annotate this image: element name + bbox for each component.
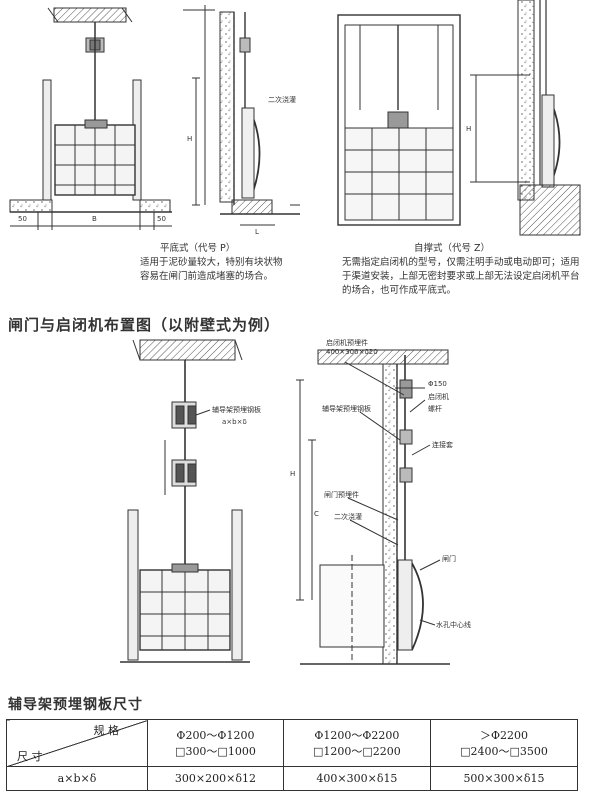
table-header-row: 规 格 尺 寸 Φ200～Φ1200 □300～□1000 Φ1200～Φ220… — [6, 719, 579, 767]
flat-bottom-caption-body: 适用于泥砂量较大，特别有块状物容易在闸门前造成堵塞的场合。 — [140, 257, 283, 282]
header-col-2: Φ1200～Φ2200 □1200～□2200 — [282, 719, 431, 767]
label-stem: 螺杆 — [428, 405, 442, 413]
header-col-3: ＞Φ2200 □2400～□3500 — [429, 719, 579, 767]
flat-bottom-gate-drawing — [9, 7, 172, 230]
header-spec-label: 规 格 — [93, 724, 120, 737]
row-value-2: 400×300×δ15 — [282, 766, 431, 791]
dim-50-left: 50 — [18, 215, 27, 223]
self-supporting-caption-body: 无需指定启闭机的型号，仅需注明手动或电动即可；适用于渠道安装，上部无密封要求或上… — [342, 257, 580, 296]
label-grout: 二次浇灌 — [334, 513, 362, 521]
flat-bottom-gate-section — [183, 5, 300, 226]
label-plate-size: 400×300×δ20 — [326, 348, 378, 356]
table-row: a×b×δ 300×200×δ12 400×300×δ15 500×300×δ1… — [6, 766, 579, 791]
header-col-2-line2: □1200～□2200 — [313, 745, 401, 758]
row-value-3: 500×300×δ15 — [429, 766, 579, 791]
table-title: 辅导架预埋钢板尺寸 — [8, 697, 143, 713]
row-value-1: 300×200×δ12 — [147, 766, 284, 791]
label-gate-plate: 闸门预埋件 — [324, 491, 359, 499]
grout-callout: 二次浇灌 — [268, 96, 296, 104]
dim-l: L — [255, 228, 259, 236]
dim-h-middle: H — [187, 135, 193, 143]
spec-table: 规 格 尺 寸 Φ200～Φ1200 □300～□1000 Φ1200～Φ220… — [6, 719, 579, 791]
header-col-3-line1: ＞Φ2200 — [479, 729, 528, 742]
row-label: a×b×δ — [6, 766, 148, 791]
flat-bottom-caption: 平底式（代号 P） 适用于泥砂量较大，特别有块状物容易在闸门前造成堵塞的场合。 — [140, 242, 290, 284]
header-col-1: Φ200～Φ1200 □300～□1000 — [147, 719, 284, 767]
label-hole: 水孔中心线 — [436, 621, 471, 629]
label-hoist: 启闭机 — [428, 393, 449, 401]
guide-plate-callout-title: 辅导架预埋钢板 — [212, 406, 261, 414]
header-size-label: 尺 寸 — [17, 750, 43, 763]
layout-section-drawing — [296, 349, 450, 665]
header-diagonal-cell: 规 格 尺 寸 — [6, 719, 148, 767]
label-guide-plate: 辅导架预埋钢板 — [322, 405, 371, 413]
guide-plate-callout-dim: a×b×δ — [222, 418, 247, 426]
dim-c-layout: C — [314, 510, 319, 518]
dim-h-layout: H — [290, 470, 296, 478]
label-gate: 闸门 — [442, 555, 456, 563]
section-heading: 闸门与启闭机布置图（以附壁式为例） — [8, 316, 281, 334]
header-col-1-line1: Φ200～Φ1200 — [176, 729, 255, 742]
header-col-1-line2: □300～□1000 — [175, 745, 256, 758]
dim-h-right: H — [466, 125, 472, 133]
header-col-3-line2: □2400～□3500 — [460, 745, 548, 758]
self-supporting-caption: 自撑式（代号 Z） 无需指定启闭机的型号，仅需注明手动或电动即可；适用于渠道安装… — [342, 242, 582, 298]
flat-bottom-caption-title: 平底式（代号 P） — [160, 243, 236, 254]
layout-front-drawing — [120, 339, 250, 663]
self-supporting-gate-drawing — [337, 0, 581, 236]
label-plate-top: 启闭机预埋件 — [326, 339, 368, 347]
label-phi: Φ150 — [428, 380, 447, 388]
self-supporting-caption-title: 自撑式（代号 Z） — [414, 243, 491, 254]
header-col-2-line1: Φ1200～Φ2200 — [314, 729, 400, 742]
dim-b: B — [92, 215, 97, 223]
dim-50-right: 50 — [157, 215, 166, 223]
label-coupling: 连接套 — [432, 441, 453, 449]
